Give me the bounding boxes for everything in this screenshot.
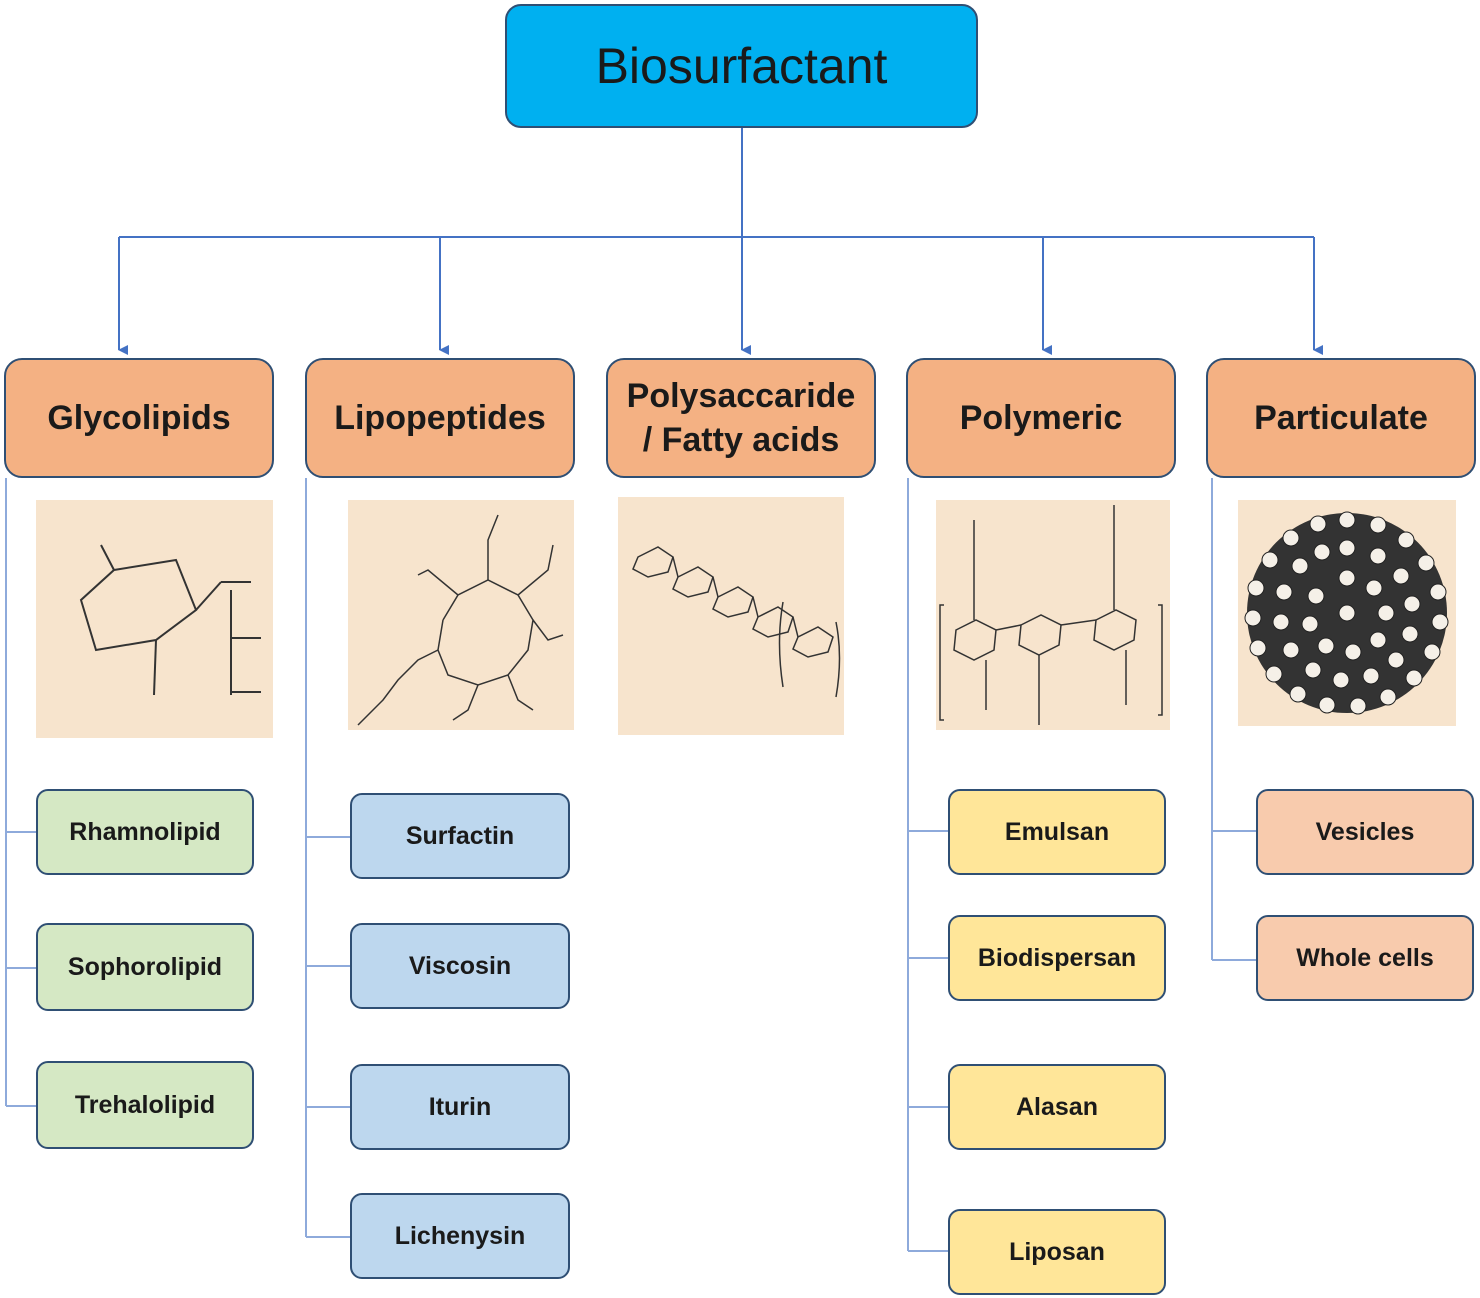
polymeric-structure-icon: [936, 500, 1170, 730]
root-node: Biosurfactant: [505, 4, 978, 128]
leaf-vesicles: Vesicles: [1256, 789, 1474, 875]
category-glycolipids: Glycolipids: [4, 358, 274, 478]
leaf-sophorolipid: Sophorolipid: [36, 923, 254, 1011]
category-lipopeptides: Lipopeptides: [305, 358, 575, 478]
leaf-alasan: Alasan: [948, 1064, 1166, 1150]
leaf-rhamnolipid: Rhamnolipid: [36, 789, 254, 875]
leaf-trehalolipid: Trehalolipid: [36, 1061, 254, 1149]
category-particulate: Particulate: [1206, 358, 1476, 478]
lipopeptide-structure-icon: [348, 500, 574, 730]
category-polymeric: Polymeric: [906, 358, 1176, 478]
leaf-lichenysin: Lichenysin: [350, 1193, 570, 1279]
leaf-iturin: Iturin: [350, 1064, 570, 1150]
category-polysaccharide-fatty-acids: Polysaccaride / Fatty acids: [606, 358, 876, 478]
micelle-structure-icon: [1238, 500, 1456, 726]
leaf-emulsan: Emulsan: [948, 789, 1166, 875]
leaf-liposan: Liposan: [948, 1209, 1166, 1295]
glycolipid-structure-icon: [36, 500, 273, 738]
leaf-biodispersan: Biodispersan: [948, 915, 1166, 1001]
leaf-viscosin: Viscosin: [350, 923, 570, 1009]
leaf-whole-cells: Whole cells: [1256, 915, 1474, 1001]
polysaccharide-structure-icon: [618, 497, 844, 735]
leaf-surfactin: Surfactin: [350, 793, 570, 879]
root-label: Biosurfactant: [595, 38, 888, 94]
